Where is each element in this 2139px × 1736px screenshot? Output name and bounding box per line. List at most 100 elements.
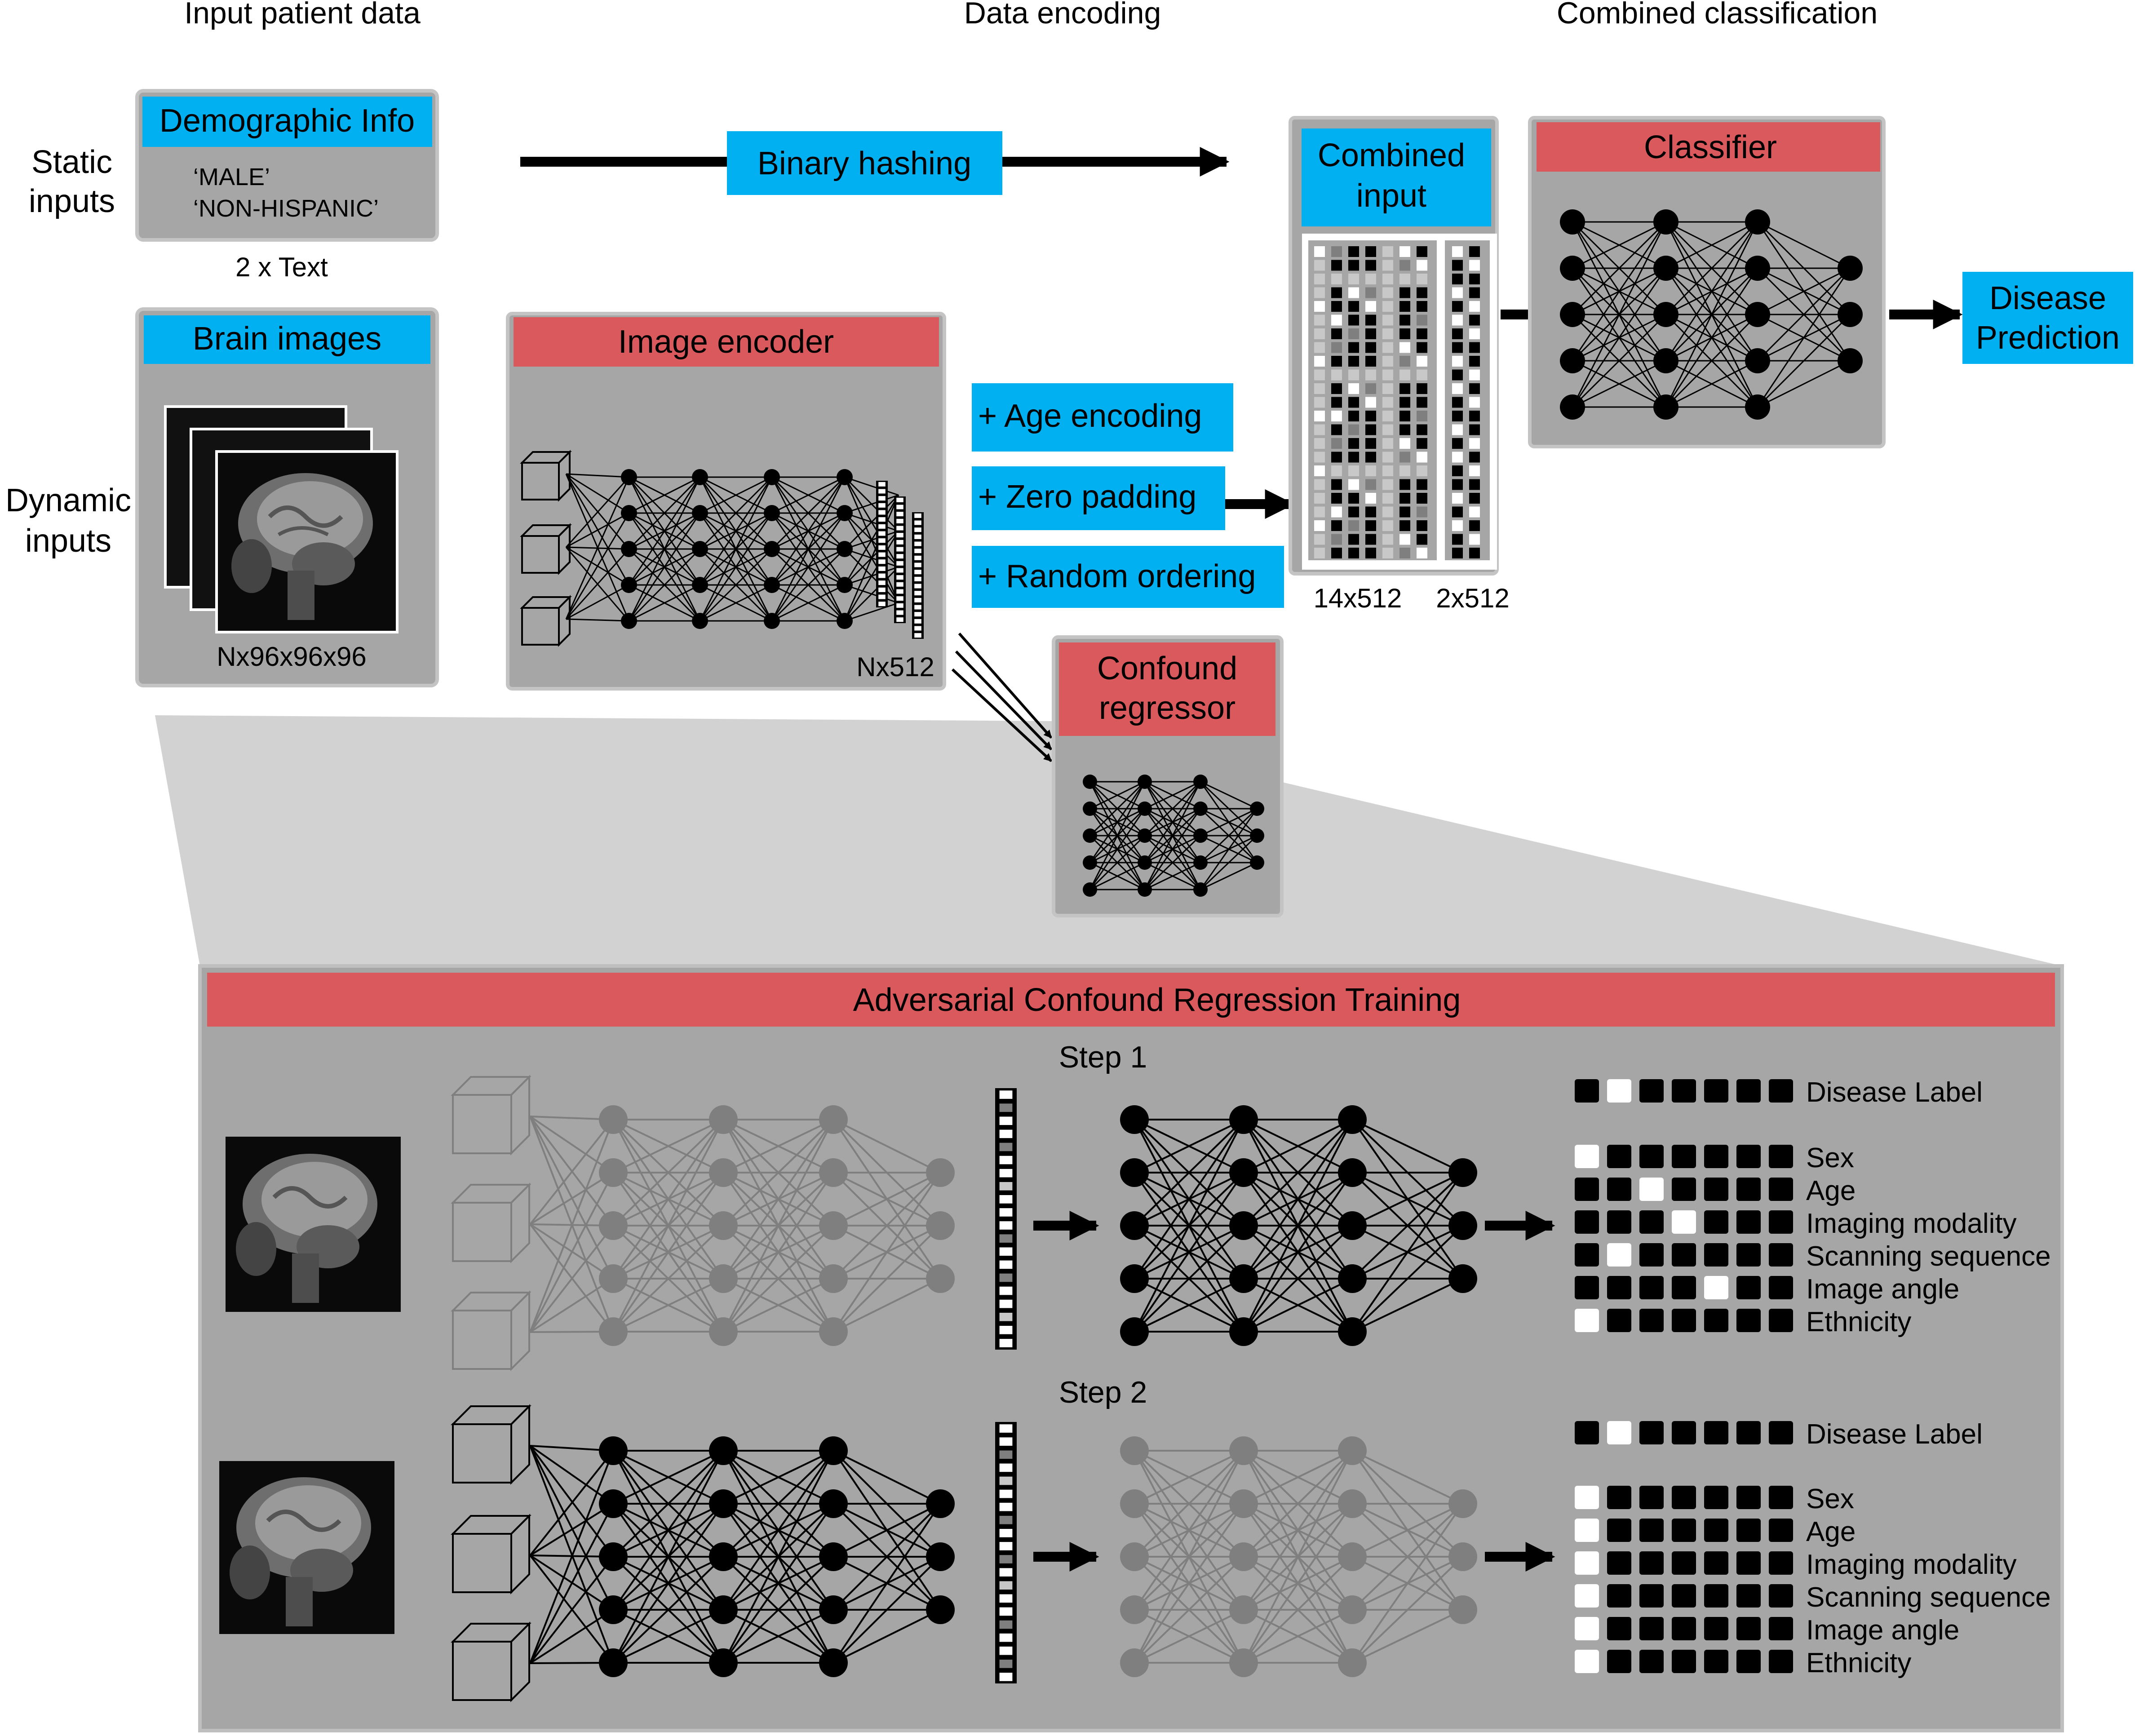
label-square — [1769, 1421, 1793, 1444]
network-edge — [1134, 1119, 1244, 1280]
label-square — [1736, 1276, 1761, 1299]
grid-cell — [1417, 369, 1427, 381]
feature-cell — [999, 1339, 1013, 1347]
feature-cell — [999, 1660, 1013, 1668]
network-edge — [1200, 835, 1258, 890]
feature-cell — [999, 1515, 1013, 1524]
grid-cell — [1469, 397, 1480, 408]
grid-cell — [1417, 411, 1427, 421]
network-edge — [771, 584, 845, 622]
label-square — [1672, 1617, 1696, 1640]
label-square — [1575, 1276, 1599, 1299]
label-square — [1607, 1584, 1631, 1608]
network-edge — [722, 1119, 834, 1280]
feature-cell — [999, 1542, 1013, 1550]
grid-cell — [1417, 534, 1427, 545]
network-edge — [628, 477, 701, 585]
network-node — [926, 1264, 955, 1293]
network-edge — [1757, 314, 1851, 408]
grid-cell — [1365, 383, 1376, 394]
network-edge — [566, 473, 629, 514]
network-edge — [1144, 781, 1201, 810]
label-square — [1607, 1276, 1631, 1299]
feature-cell — [999, 1156, 1013, 1165]
grid-cell — [1314, 493, 1325, 504]
network-edge — [1665, 360, 1758, 408]
network-edge — [1134, 1450, 1244, 1558]
network-node — [1338, 1105, 1367, 1134]
grid-cell — [1417, 520, 1427, 531]
random-ordering-label: + Random ordering — [978, 558, 1256, 594]
grid-cell — [1331, 520, 1342, 531]
feature-cell — [914, 527, 921, 532]
grid-cell — [1452, 383, 1463, 394]
grid-cell — [1452, 287, 1463, 298]
network-edge — [565, 513, 630, 620]
network-edge — [1665, 221, 1758, 269]
network-node — [1120, 1211, 1149, 1240]
network-edge — [1134, 1225, 1244, 1333]
confound-regressor-title-1: Confound — [1097, 651, 1237, 686]
label-square — [1736, 1178, 1761, 1201]
input-cube-icon — [558, 595, 571, 647]
step1-label-scanning-sequence: Scanning sequence — [1806, 1241, 2051, 1272]
network-edge — [1665, 314, 1758, 408]
grid-cell — [1365, 287, 1376, 298]
grid-cell — [1365, 301, 1376, 312]
label-square — [1672, 1276, 1696, 1299]
grid-cell — [1417, 548, 1427, 558]
label-square — [1575, 1617, 1599, 1640]
network-edge — [529, 1445, 614, 1558]
network-node — [1448, 1595, 1477, 1624]
network-edge — [529, 1119, 614, 1225]
network-edge — [1243, 1450, 1353, 1505]
network-node — [1338, 1436, 1367, 1465]
network-edge — [722, 1450, 834, 1558]
network-node — [819, 1542, 848, 1571]
grid-cell — [1365, 438, 1376, 449]
label-square — [1769, 1584, 1793, 1608]
network-edge — [1757, 267, 1851, 315]
grid-cell — [1348, 548, 1359, 558]
network-node — [1338, 1264, 1367, 1293]
network-edge — [833, 1503, 941, 1558]
feature-cell — [914, 562, 921, 567]
network-node — [819, 1595, 848, 1624]
feature-cell — [896, 582, 903, 587]
feature-cell — [999, 1143, 1013, 1151]
image-encoder-network — [520, 450, 899, 647]
feature-cell — [878, 482, 886, 487]
network-node — [1560, 256, 1585, 281]
grid-cell — [1348, 493, 1359, 504]
label-square — [1736, 1145, 1761, 1168]
grid-cell — [1452, 465, 1463, 476]
grid-cell — [1365, 506, 1376, 518]
network-node — [1838, 348, 1863, 373]
label-square — [1639, 1551, 1664, 1575]
network-edge — [1665, 221, 1758, 361]
network-node — [1653, 302, 1678, 327]
grid-cell — [1331, 246, 1342, 257]
label-square — [1639, 1145, 1664, 1168]
grid-cell — [1452, 411, 1463, 421]
step1-label-disease: Disease Label — [1806, 1077, 1983, 1108]
grid-cell — [1365, 411, 1376, 421]
grid-cell — [1382, 452, 1393, 463]
grid-cell — [1365, 452, 1376, 463]
label-square — [1607, 1079, 1631, 1103]
network-edge — [771, 548, 846, 622]
feature-cell — [999, 1450, 1013, 1459]
network-edge — [1134, 1450, 1244, 1663]
classifier-box: Classifier — [1528, 116, 1886, 448]
network-node — [1653, 394, 1678, 420]
network-edge — [771, 476, 846, 550]
network-edge — [722, 1119, 834, 1227]
label-square — [1704, 1145, 1728, 1168]
input-cube-icon — [558, 450, 571, 502]
demographic-value-ethnicity: ‘NON-HISPANIC’ — [193, 195, 379, 222]
network-edge — [1134, 1119, 1244, 1332]
grid-cell — [1417, 260, 1427, 271]
label-square — [1607, 1486, 1631, 1509]
label-square — [1607, 1210, 1631, 1234]
confound-arrows — [951, 633, 1053, 762]
